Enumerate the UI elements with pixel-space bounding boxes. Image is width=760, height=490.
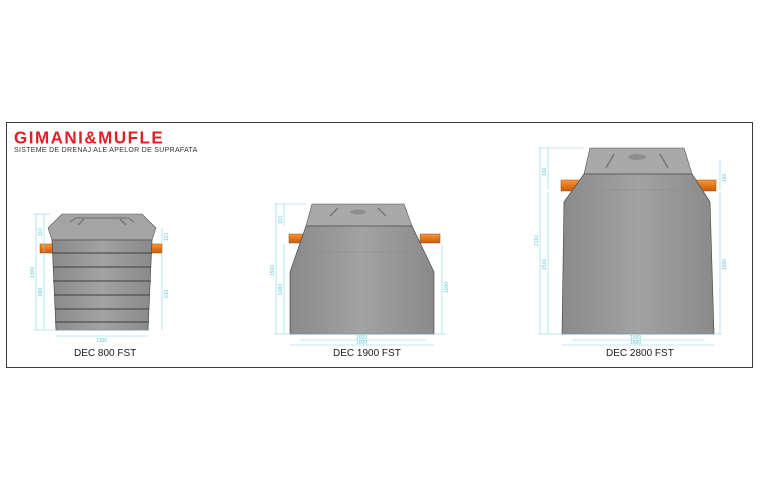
dim-body-height: 1080 [278,284,284,295]
tank-body [561,173,715,335]
tank-lid [583,147,693,175]
tank-caption: DEC 800 FST [74,348,136,359]
dim-width-a: 1600 [356,335,367,341]
brand-logo: GIMANI&MUFLE SISTEME DE DRENAJ ALE APELO… [14,129,198,154]
dim-right-height: 1550 [722,259,728,270]
dimension-lines [34,213,163,337]
dim-total-height: 1500 [270,265,276,276]
tank-dec-1900: 110 1500 1080 1000 1600 1600 DEC 1900 FS… [270,203,450,359]
dim-top: 160 [542,167,548,176]
dim-right-top: 160 [722,173,728,182]
dim-top: 110 [38,228,44,236]
dim-inlet-right: 110 [164,233,170,241]
outlet-pipe [419,233,441,244]
dim-total-height: 2110 [534,235,540,246]
dim-width-b: 1600 [356,340,367,346]
dim-top: 110 [278,216,284,224]
tank-caption: DEC 1900 FST [333,348,401,359]
dim-right-height: 1000 [444,282,450,293]
dim-body-height: 890 [38,287,44,296]
tank-dec-2800: 160 2110 1510 160 1550 1500 1680 DEC 280… [534,147,728,359]
dim-right-height: 810 [164,289,170,298]
dim-body-height: 1510 [542,259,548,270]
tank-dec-800: 1300 890 110 110 810 1200 DEC 800 FST [30,213,170,359]
tank-caption: DEC 2800 FST [606,348,674,359]
dim-width-b: 1680 [630,340,641,346]
dim-width: 1200 [96,338,107,344]
brand-tagline: SISTEME DE DRENAJ ALE APELOR DE SUPRAFAT… [14,147,198,154]
dim-width-a: 1500 [630,335,641,341]
tank-lid [305,203,413,227]
tank-ribs [52,252,152,323]
dimension-lines [538,147,722,346]
tank-body [289,225,435,335]
dimension-lines [274,203,446,346]
dim-total-height: 1300 [30,267,36,278]
brand-name: GIMANI&MUFLE [14,127,165,148]
